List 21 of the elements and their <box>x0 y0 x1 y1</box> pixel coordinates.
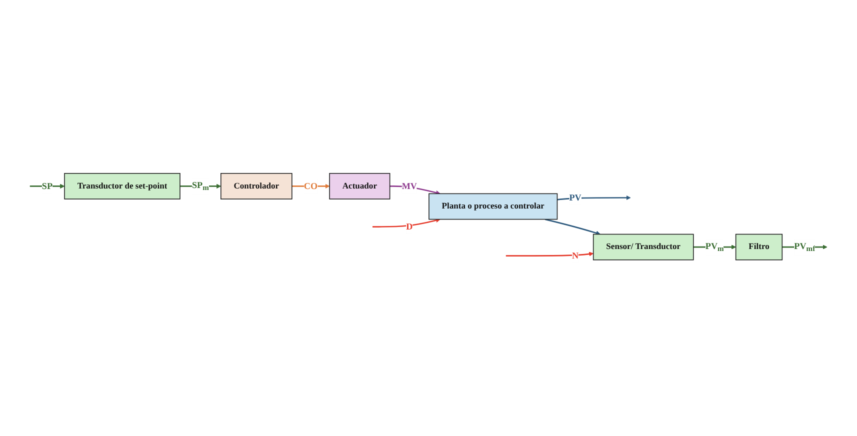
edge-label: D <box>406 222 413 232</box>
node-box: Filtro <box>735 234 783 260</box>
arrow <box>693 244 736 250</box>
arrow <box>557 195 631 200</box>
node-box: Sensor/ Transductor <box>592 234 694 260</box>
edge-label: MV <box>402 181 417 192</box>
node-box: Transductor de set-point <box>64 173 180 200</box>
node-box: Actuador <box>329 173 390 200</box>
edge-label: CO <box>304 181 318 192</box>
edge-label: PV <box>569 192 582 203</box>
arrow <box>506 252 594 256</box>
edge-label: SP$_{m}$ <box>192 180 209 192</box>
arrow <box>782 244 828 250</box>
node-box: Controlador <box>220 173 292 200</box>
node-box: Planta o proceso a controlar <box>428 193 558 220</box>
edge-label: SP <box>42 181 52 192</box>
arrow <box>544 218 601 236</box>
edge-label: N <box>572 250 579 261</box>
arrow <box>372 218 440 228</box>
edge-label: PV$_{mf}$ <box>794 240 816 254</box>
edge-label: PV$_{m}$ <box>705 240 724 254</box>
